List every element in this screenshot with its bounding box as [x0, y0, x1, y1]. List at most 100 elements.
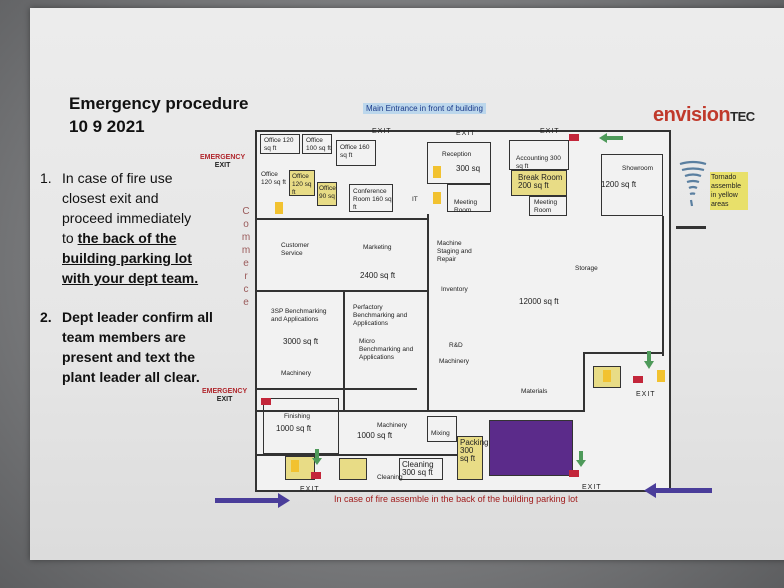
wall: [343, 290, 345, 410]
step-1-line: In case of fire use: [62, 170, 173, 186]
room-label: 300 sq: [456, 164, 481, 173]
room-label: Materials: [521, 388, 548, 395]
room-label: Office 120 sq ft: [261, 171, 286, 186]
room-label: Office 90 sq: [319, 185, 336, 200]
restroom-icon: [275, 202, 283, 214]
office-room: Office 120 sq ft: [289, 170, 315, 196]
step-1-emphasis: building parking lot: [62, 250, 192, 266]
main-entrance-label: Main Entrance in front of building: [363, 103, 486, 114]
office-room: Office 90 sq: [317, 182, 337, 206]
step-1-line: proceed immediately: [62, 210, 192, 226]
step-1-line: to the back of the: [62, 228, 198, 248]
office-room: Office 120 sq ft: [260, 134, 300, 154]
finishing-room: Finishing 1000 sq ft: [263, 398, 339, 454]
step-2-number: 2.: [40, 309, 52, 325]
exit-text: EXIT: [216, 396, 233, 403]
room-label: Mixing: [431, 430, 450, 437]
mixing-room: Mixing: [427, 416, 457, 442]
step-1-text: to: [62, 230, 74, 246]
exit-arrow-icon: [312, 449, 322, 465]
room-label: Storage: [575, 265, 598, 272]
exit-label: EXIT: [540, 128, 560, 135]
exit-label: EXIT: [456, 130, 476, 137]
fire-extinguisher-icon: [633, 376, 643, 383]
step-1-emphasis: the back of the: [77, 230, 177, 246]
room-label: Machinery: [439, 358, 469, 365]
office-room: Office 160 sq ft: [336, 140, 376, 166]
step-1-number: 1.: [40, 170, 52, 186]
room-label: Micro Benchmarking and Applications: [359, 338, 414, 361]
conference-room: Conference Room 160 sq ft: [349, 184, 393, 212]
wall: [257, 388, 417, 390]
restroom-icon: [433, 192, 441, 204]
arrow-right-head: [278, 493, 290, 508]
commerce-letter: r: [244, 271, 248, 282]
floor-plan: Office 120 sq ft Office 100 sq ft Office…: [255, 130, 671, 492]
page-date: 10 9 2021: [69, 117, 145, 136]
fire-extinguisher-icon: [569, 134, 579, 141]
logo-suffix: TEC: [730, 109, 755, 124]
restroom-icon: [433, 166, 441, 178]
commerce-letter: C: [242, 206, 250, 217]
restroom: [339, 458, 367, 480]
room-label: Reception: [442, 151, 472, 158]
purple-area: [489, 420, 573, 476]
wall: [583, 352, 663, 354]
wall: [257, 218, 427, 220]
showroom: Showroom 1200 sq ft: [601, 154, 663, 216]
wall: [257, 410, 583, 412]
step-2-line: present and text the: [62, 349, 196, 365]
room-label: 3SP Benchmarking and Applications: [271, 308, 327, 323]
room-label: R&D: [449, 342, 463, 349]
room-label: Marketing: [363, 244, 392, 251]
commerce-letter: e: [243, 258, 249, 269]
exit-arrow-icon: [644, 351, 654, 369]
exit-label: EXIT: [636, 391, 656, 398]
restroom-icon: [657, 370, 665, 382]
office-room: Office 120 sq ft: [260, 147, 288, 186]
arrow-left-head: [644, 483, 656, 498]
room-label: Office 120 sq ft: [292, 173, 312, 196]
restroom: [285, 456, 315, 480]
accounting-room: Accounting 300 sq ft: [509, 140, 569, 170]
room-label: Machinery: [281, 370, 311, 377]
room-label: IT: [412, 196, 418, 203]
meeting-room: Meeting Room: [447, 184, 491, 214]
step-1-emphasis: with your dept team.: [62, 270, 199, 286]
restroom-icon: [291, 460, 299, 472]
commerce-letter: c: [243, 284, 249, 295]
exit-arrow-icon: [576, 451, 586, 467]
emergency-text: EMERGENCY: [200, 154, 246, 161]
restroom-icon: [603, 370, 611, 382]
cleaning-room: Cleaning 300 sq ft: [399, 458, 443, 480]
room-label: Cleaning: [377, 474, 403, 481]
tornado-note: Tornado assemble in yellow areas: [710, 172, 748, 210]
room-label: Office 160 sq ft: [340, 144, 370, 159]
room-label: 1000 sq ft: [276, 424, 312, 433]
step-1-line: closest exit and: [62, 190, 159, 206]
exit-label: EXIT: [582, 484, 602, 491]
room-label: Machine Staging and Repair: [437, 240, 472, 263]
wall: [257, 290, 427, 292]
room-label: Meeting Room: [534, 199, 558, 214]
room-label: Customer Service: [281, 242, 310, 257]
tornado-icon: [679, 160, 707, 207]
reception-room: Reception 300 sq: [427, 142, 491, 184]
room-label: Break Room 200 sq ft: [518, 173, 563, 190]
step-2-line: Dept leader confirm all: [62, 309, 213, 325]
step-1: 1. In case of fire use closest exit and …: [40, 168, 199, 288]
room-label: Accounting 300 sq ft: [516, 155, 561, 170]
room-label: Inventory: [441, 286, 468, 293]
room-label: Showroom: [622, 165, 654, 172]
room-label: Office 120 sq ft: [264, 137, 294, 152]
room-label: Meeting Room: [454, 199, 478, 214]
room-label: Conference Room 160 sq ft: [353, 188, 392, 211]
commerce-letter: m: [241, 232, 251, 243]
room-label: Cleaning 300 sq ft: [402, 460, 434, 477]
room-label: Packing 300 sq ft: [460, 438, 489, 463]
emergency-text: EMERGENCY: [202, 388, 248, 395]
packing-room: Packing 300 sq ft: [457, 436, 489, 480]
commerce-letter: e: [243, 297, 249, 308]
exit-text: EXIT: [214, 162, 231, 169]
